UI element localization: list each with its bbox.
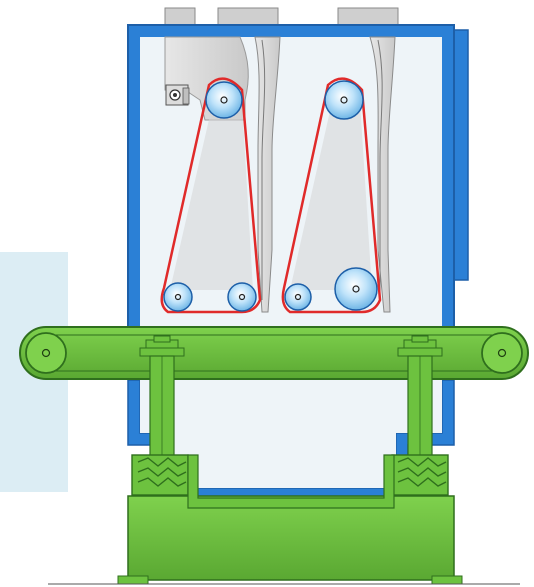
abrasive-belt-left [160, 77, 262, 314]
drum-bottom-left-b-icon [227, 282, 257, 312]
spring-left-icon [131, 454, 189, 496]
platen-right [369, 36, 396, 313]
spring-right-icon [391, 454, 449, 496]
drum-bottom-left-a-icon [163, 282, 193, 312]
conveyor-roller-left-icon [25, 332, 67, 374]
drum-top-right-icon [324, 80, 364, 120]
platen-left [254, 36, 281, 313]
bearing-block-icon [165, 84, 190, 106]
machine-base [117, 454, 463, 585]
belt-frame-left [170, 102, 253, 290]
drum-bottom-right-a-icon [284, 283, 312, 311]
drum-top-left-icon [205, 81, 243, 119]
lower-interior-well [174, 433, 396, 488]
conveyor-belt [19, 326, 529, 380]
conveyor-roller-right-icon [481, 332, 523, 374]
platen-right-edge [377, 39, 383, 300]
belt-frame-right [290, 102, 372, 290]
platen-left-edge [261, 39, 266, 300]
lower-interior [140, 380, 442, 433]
drum-bottom-right-b-icon [334, 267, 378, 311]
abrasive-belt-right [281, 77, 382, 314]
